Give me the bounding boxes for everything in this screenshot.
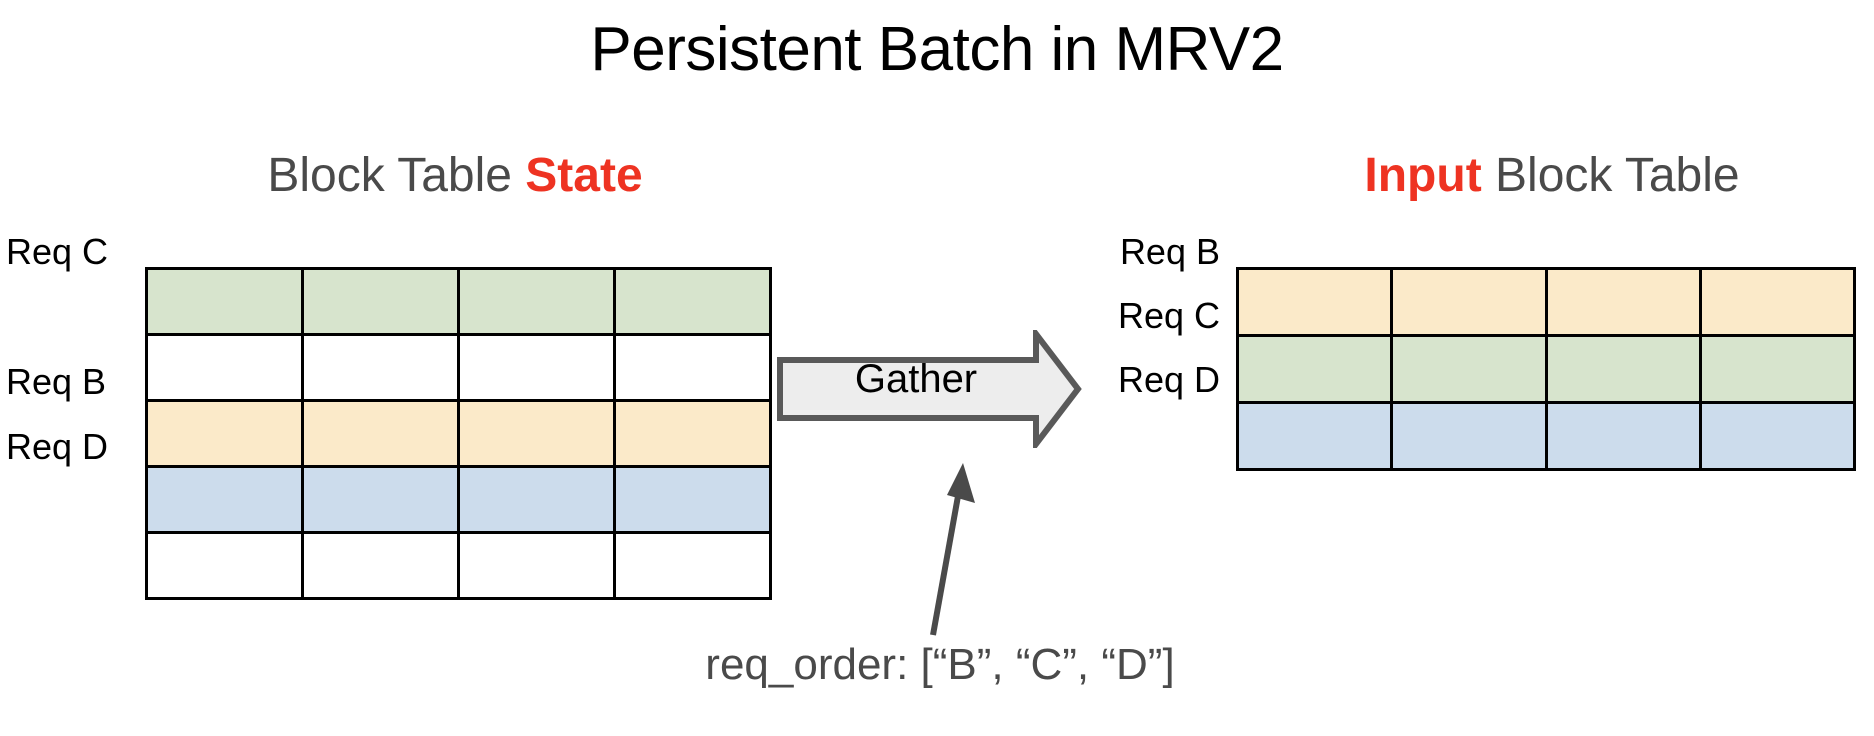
req-order-caption: req_order: [“B”, “C”, “D”] xyxy=(705,640,1175,689)
table-cell xyxy=(1544,334,1702,404)
table-row xyxy=(145,399,772,468)
table-cell xyxy=(613,465,772,534)
block-table-state xyxy=(145,267,772,600)
table-cell xyxy=(145,531,304,600)
table-row xyxy=(145,531,772,600)
table-cell xyxy=(457,465,616,534)
table-cell xyxy=(1698,401,1857,471)
req-order-pointer-arrow-icon xyxy=(905,455,995,640)
table-row xyxy=(1235,267,1857,337)
left-heading-accent: State xyxy=(525,149,643,202)
table-cell xyxy=(1235,401,1394,471)
table-cell xyxy=(1698,267,1857,337)
table-row xyxy=(145,465,772,534)
table-cell xyxy=(613,267,772,336)
table-cell xyxy=(457,267,616,336)
table-cell xyxy=(1235,334,1394,404)
page-title: Persistent Batch in MRV2 xyxy=(590,15,1284,84)
table-cell xyxy=(613,399,772,468)
table-row xyxy=(1235,401,1857,471)
left-row-label-req-c: Req C xyxy=(6,231,109,272)
right-row-label-req-c: Req C xyxy=(1117,295,1220,336)
left-table-heading: Block Table State xyxy=(140,148,770,204)
table-cell xyxy=(301,333,460,402)
table-row xyxy=(145,333,772,402)
table-cell xyxy=(145,399,304,468)
table-cell xyxy=(301,267,460,336)
right-row-label-req-d: Req D xyxy=(1117,359,1220,400)
table-cell xyxy=(1544,401,1702,471)
right-row-label-req-b: Req B xyxy=(1119,231,1220,272)
left-heading-prefix: Block Table xyxy=(267,149,526,202)
table-cell xyxy=(457,333,616,402)
table-cell xyxy=(1390,334,1548,404)
table-row xyxy=(145,267,772,336)
table-cell xyxy=(457,399,616,468)
table-cell xyxy=(613,333,772,402)
table-cell xyxy=(1390,267,1548,337)
table-cell xyxy=(457,531,616,600)
table-cell xyxy=(301,531,460,600)
table-cell xyxy=(1390,401,1548,471)
left-row-label-req-d: Req D xyxy=(6,426,109,467)
table-cell xyxy=(1698,334,1857,404)
table-cell xyxy=(613,531,772,600)
right-heading-suffix: Block Table xyxy=(1481,149,1740,202)
left-row-label-req-b: Req B xyxy=(6,361,107,402)
table-cell xyxy=(301,465,460,534)
table-cell xyxy=(1235,267,1394,337)
table-cell xyxy=(145,267,304,336)
table-row xyxy=(1235,334,1857,404)
input-block-table xyxy=(1235,267,1857,471)
table-cell xyxy=(145,333,304,402)
right-table-heading: Input Block Table xyxy=(1230,148,1874,204)
right-heading-accent: Input xyxy=(1364,149,1482,202)
table-cell xyxy=(1544,267,1702,337)
gather-arrow-icon xyxy=(776,330,1082,448)
table-cell xyxy=(145,465,304,534)
table-cell xyxy=(301,399,460,468)
